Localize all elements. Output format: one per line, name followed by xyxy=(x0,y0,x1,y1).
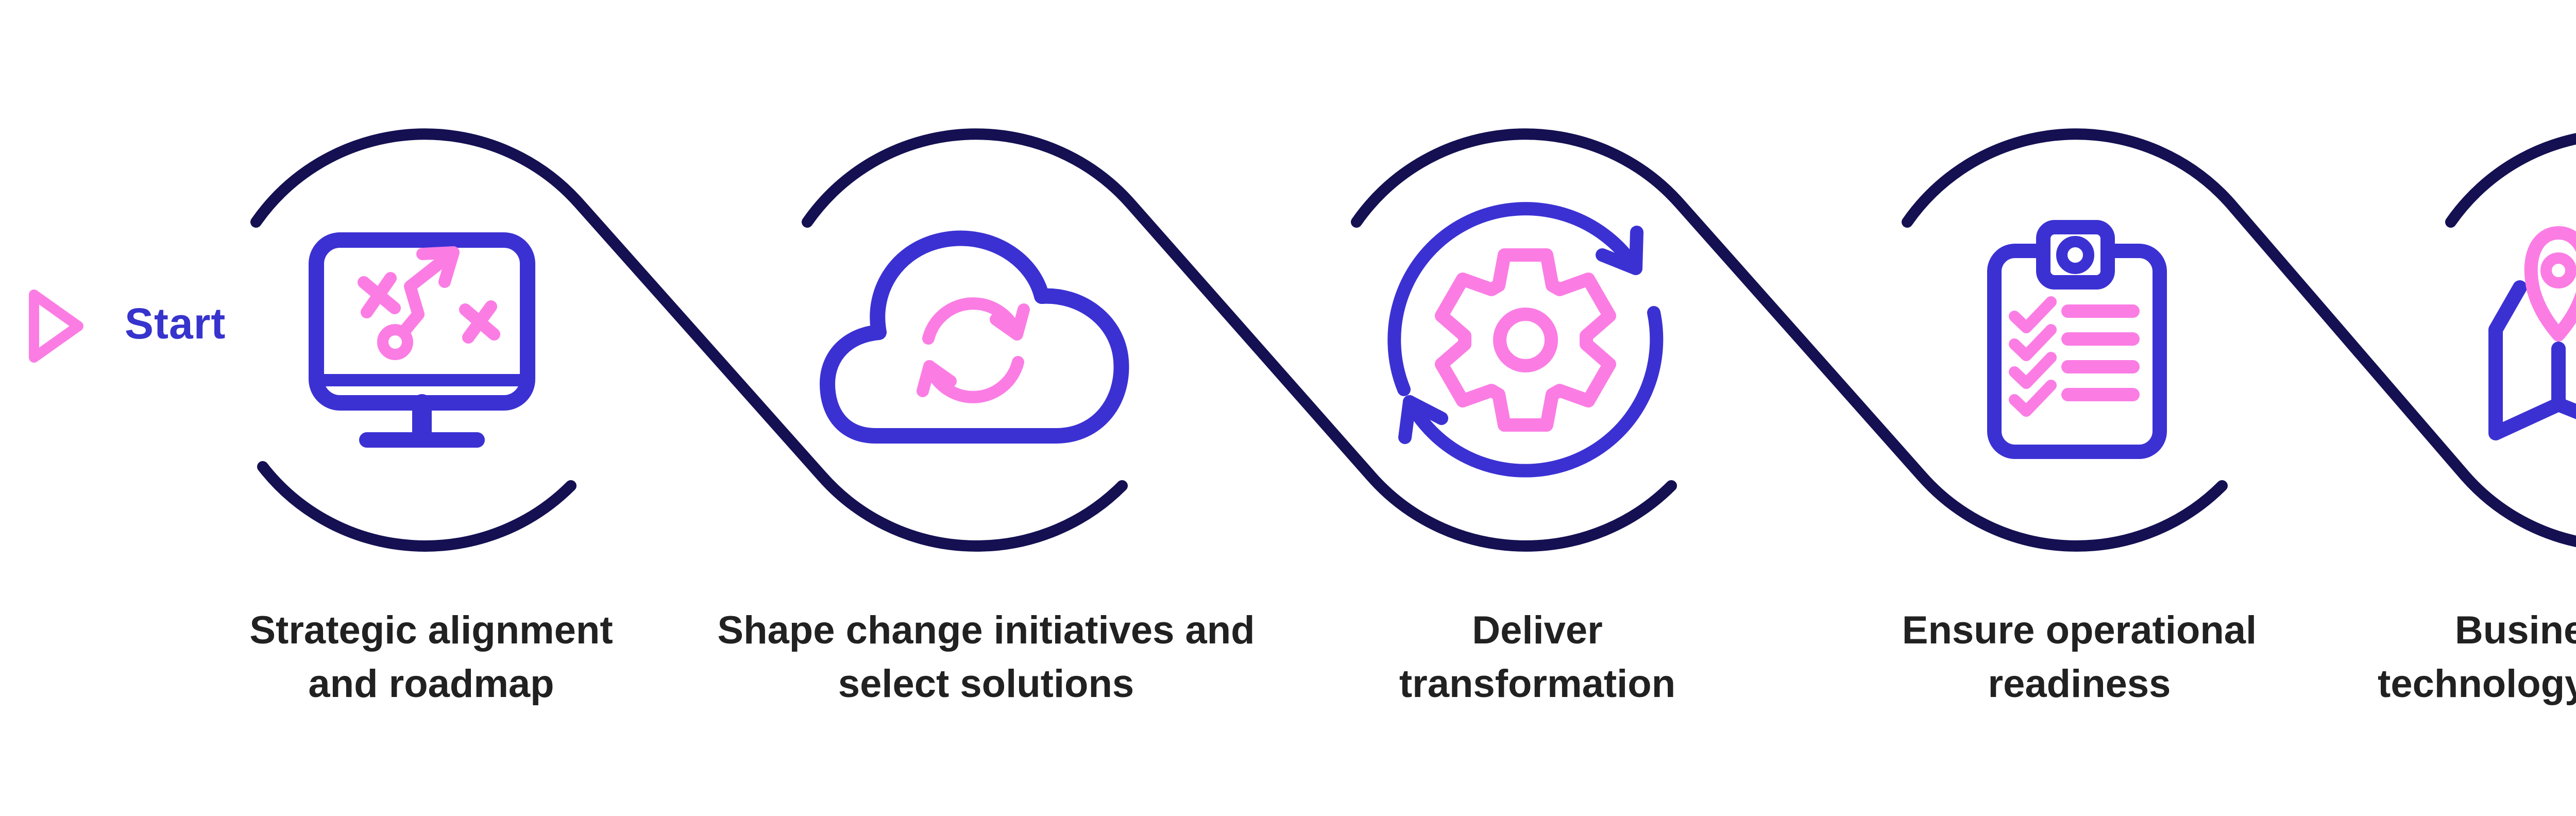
wave-segment-step4-step5 xyxy=(1902,128,2576,547)
step-label-line: select solutions xyxy=(838,662,1134,706)
clipboard-checklist-icon xyxy=(1987,220,2167,459)
step-label-line: readiness xyxy=(1988,662,2171,706)
start-arrow-icon xyxy=(29,290,83,363)
start-label: Start xyxy=(125,299,226,348)
step-label-deliver-transformation: Deliver transformation xyxy=(1099,604,1975,711)
step-label-shape-change: Shape change initiatives and select solu… xyxy=(548,604,1424,711)
wave-segment-step2-step3 xyxy=(802,128,1677,552)
step-label-line: Shape change initiatives and xyxy=(717,608,1255,652)
checklist-rows xyxy=(2009,296,2140,417)
gear-rotation-icon xyxy=(1387,202,1664,478)
step-label-strategic-alignment: Strategic alignment and roadmap xyxy=(0,604,869,711)
step-label-operating-models: Business, digital and technology operati… xyxy=(2213,604,2576,711)
map-pin-icon xyxy=(2488,226,2576,440)
cloud-sync-icon xyxy=(820,230,1129,444)
wave-segment-step1-step2 xyxy=(250,128,1128,552)
step-label-line: Ensure operational xyxy=(1902,608,2257,652)
step-label-operational-readiness: Ensure operational readiness xyxy=(1641,604,2517,711)
wave-segment-step3-step4 xyxy=(1351,128,2228,552)
step-label-line: technology operating models xyxy=(2378,662,2576,706)
step-label-line: Deliver xyxy=(1472,608,1603,652)
wave-segment-over-step5 xyxy=(2445,133,2576,228)
serpentine-wave xyxy=(250,128,2576,552)
step-label-line: Strategic alignment xyxy=(249,608,613,652)
step-label-line: Business, digital and xyxy=(2454,608,2576,652)
strategy-monitor-icon xyxy=(309,232,535,448)
wave-segment-under-step1 xyxy=(257,461,577,552)
step-label-line: and roadmap xyxy=(308,662,554,706)
step-label-line: transformation xyxy=(1399,662,1676,706)
